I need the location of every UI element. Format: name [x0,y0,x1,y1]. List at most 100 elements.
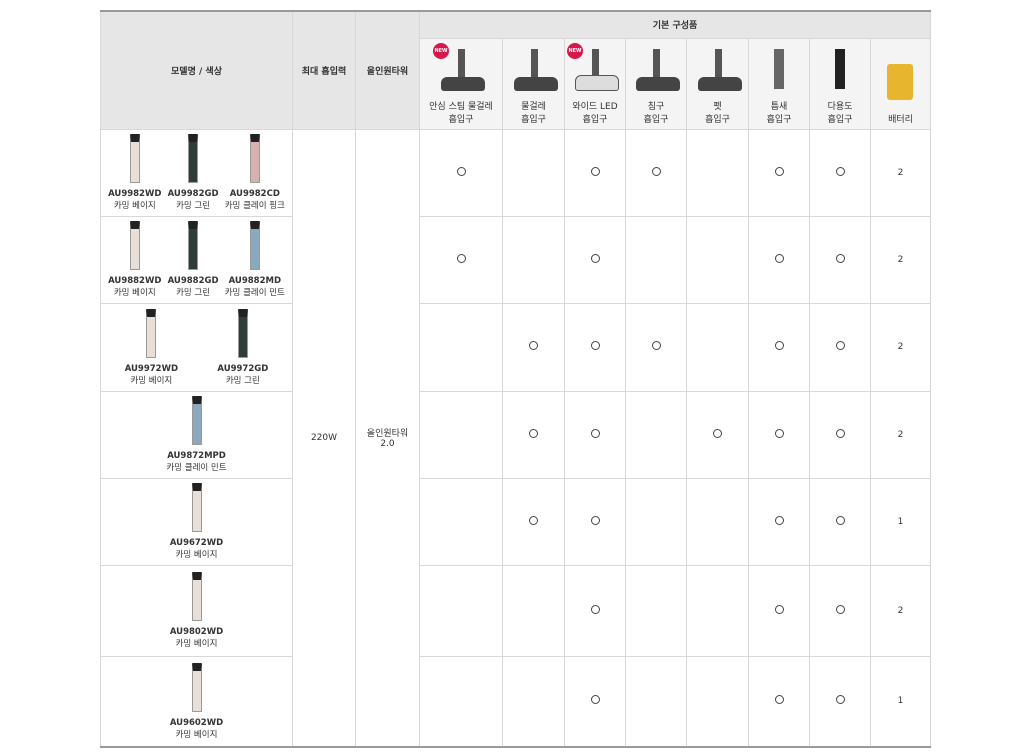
component-cell [686,128,749,217]
circle-icon [590,341,600,350]
included-mark [748,128,810,217]
model-color: 카밍 베이지 [113,288,156,298]
component-label-sub: 흡입구 [705,114,730,125]
circle-icon [835,253,845,263]
model-code: AU9982WD [108,189,162,199]
model-code: AU9672WD [169,538,224,548]
vacuum-image [191,483,202,532]
new-badge: NEW [567,42,583,59]
included-mark [502,302,565,392]
component-cell [686,655,749,747]
model-color: 카밍 베이지 [130,375,173,386]
included-mark [748,655,810,747]
vacuum-image [146,308,157,358]
included-mark [564,302,626,392]
circle-icon [529,341,538,350]
table-row: AU9802WD 카밍 베이지 2 [100,564,932,657]
included-mark [748,564,810,657]
mop-nozzle-stick-icon [530,48,538,79]
model-color: 카밍 클레이 핑크 [224,201,285,211]
component-cell [502,215,565,304]
component-label-sub: 흡입구 [448,114,474,125]
bedding-nozzle-stick-icon [653,48,660,79]
component-cell: 2 [869,302,932,392]
multi-nozzle-icon [835,48,845,89]
component-cell: 2 [869,390,932,479]
circle-icon [774,341,784,350]
model-color: 카밍 베이지 [113,201,156,211]
circle-icon [529,428,538,438]
header-allinone: 올인원타워 [355,10,420,130]
component-label: 침구 [647,101,665,112]
component-label-sub: 흡입구 [582,114,608,125]
new-badge: NEW [433,42,449,59]
mop-nozzle-icon [513,76,558,91]
circle-icon [835,604,845,614]
bedding-nozzle-icon [636,76,680,91]
circle-icon [774,253,784,263]
model-color: 카밍 베이지 [175,729,218,740]
circle-icon [590,604,600,614]
model-code: AU9972GD [217,363,269,374]
component-cell [625,477,687,566]
component-label: 다용도 [827,101,853,112]
steam-mop-nozzle-stick-icon [458,48,465,79]
circle-icon [835,341,845,350]
allinone-name: 올인원타워 [366,429,409,439]
model-item: AU9802WD 카밍 베이지 [170,572,223,649]
allinone-version: 2.0 [380,439,395,449]
included-mark [809,655,871,747]
component-cell [686,302,749,392]
header-model-color: 모델명 / 색상 [100,10,293,130]
included-mark [809,564,871,657]
vacuum-image [191,572,202,621]
pet-nozzle-stick-icon [714,48,722,79]
included-mark [502,390,565,479]
model-item: AU9982WD 카밍 베이지 [108,134,161,211]
circle-icon [456,253,466,263]
vacuum-image [129,221,140,270]
circle-icon [529,515,538,525]
component-label-sub: 흡입구 [766,114,792,125]
model-color: 카밍 클레이 민트 [224,288,285,298]
circle-icon [774,604,784,614]
model-code: AU9602WD [169,717,224,728]
vacuum-image [191,662,202,712]
component-cell: 2 [869,128,932,217]
model-color: 카밍 베이지 [175,639,218,649]
included-mark [748,215,810,304]
included-mark [564,390,626,479]
component-label: 물걸레 [521,101,546,112]
model-color: 카밍 그린 [176,201,211,211]
vacuum-image [249,221,260,270]
circle-icon [590,253,600,263]
included-mark [625,128,687,217]
model-color: 카밍 베이지 [175,550,218,560]
component-label: 안심 스팀 물걸레 [429,101,493,112]
component-cell [502,655,565,747]
component-cell [686,477,749,566]
included-mark [564,564,626,657]
circle-icon [651,341,661,350]
vacuum-image [249,134,260,183]
vacuum-image [188,221,199,270]
included-mark [809,215,871,304]
component-cell: 2 [869,564,932,657]
included-mark [809,302,871,392]
component-cell [419,564,503,657]
model-code: AU9972WD [124,363,178,374]
model-code: AU9802WD [169,627,224,637]
